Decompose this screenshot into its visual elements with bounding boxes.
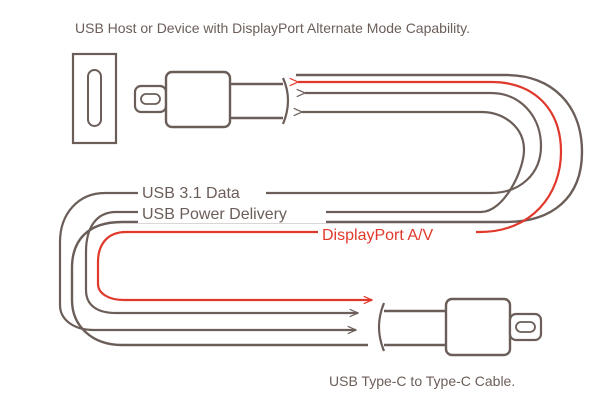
header-caption: USB Host or Device with DisplayPort Alte… xyxy=(75,20,470,36)
label-bg-power xyxy=(138,203,326,223)
footer-caption: USB Type-C to Type-C Cable. xyxy=(329,373,515,389)
usb-power-delivery-line xyxy=(84,112,526,313)
top-plug xyxy=(133,70,290,129)
host-receptacle xyxy=(71,52,118,145)
bottom-plug xyxy=(377,297,543,357)
label-bg-dp xyxy=(318,224,476,244)
cable-outer-wall xyxy=(70,73,584,347)
displayport-av-line xyxy=(96,82,563,300)
label-usb-power-delivery: USB Power Delivery xyxy=(142,206,287,223)
label-displayport-av: DisplayPort A/V xyxy=(322,227,433,244)
usb31-data-line xyxy=(58,93,543,330)
label-bg-data xyxy=(138,182,266,202)
label-usb31-data: USB 3.1 Data xyxy=(142,185,240,202)
